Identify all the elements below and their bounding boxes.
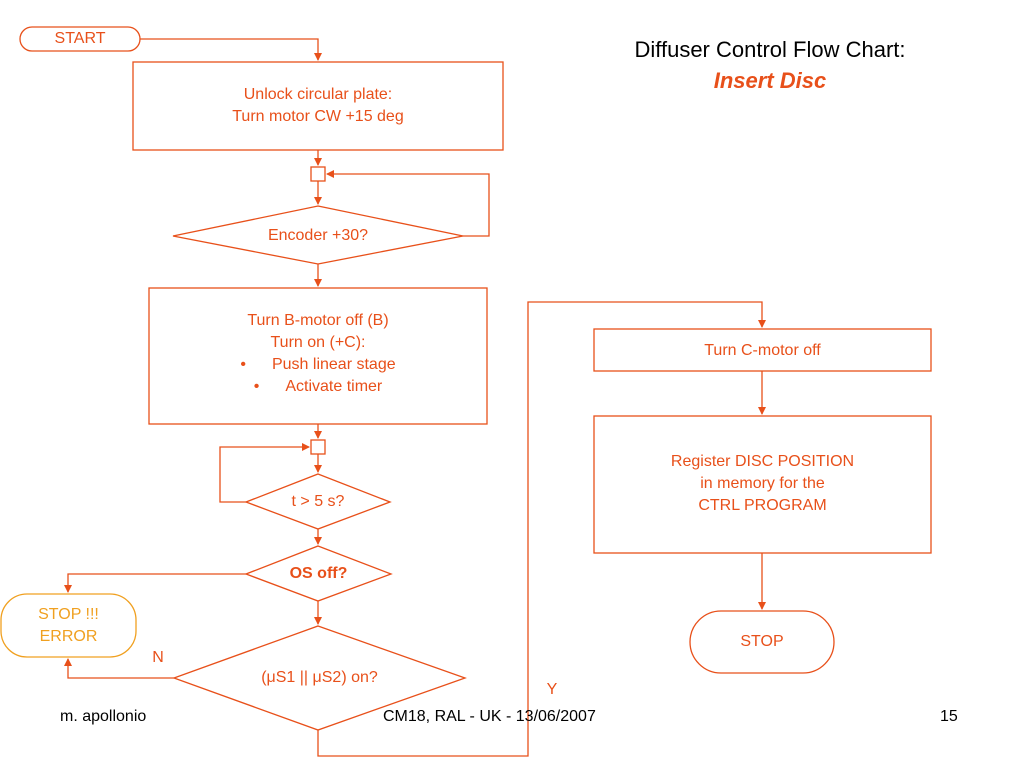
- c-motor-label: Turn C-motor off: [704, 342, 821, 359]
- register-label-line1: Register DISC POSITION: [670, 453, 855, 470]
- footer-page-number: 15: [940, 708, 958, 725]
- chart-subtitle: Insert Disc: [713, 68, 827, 93]
- error-label-line2: ERROR: [39, 628, 98, 645]
- footer-event: CM18, RAL - UK - 13/06/2007: [383, 708, 596, 725]
- register-label-line2: in memory for the: [700, 475, 825, 492]
- connector-timer-loop: [219, 443, 310, 503]
- error-terminal-shape: [0, 593, 137, 658]
- b-motor-label-line1: Turn B-motor off (B): [247, 312, 389, 329]
- connector-encoder-loop: [326, 170, 490, 237]
- bullet-text: Push linear stage: [271, 356, 396, 373]
- b-motor-bullet-1: • Push linear stage: [149, 354, 487, 376]
- stop-terminal-shape: [689, 610, 835, 674]
- error-label: STOP !!! ERROR: [1, 604, 136, 648]
- chart-title: Diffuser Control Flow Chart:: [634, 37, 906, 62]
- switches-label: (μS1 || μS2) on?: [261, 669, 378, 686]
- branch-label-no: N: [152, 649, 164, 666]
- connector-os-off-to-error: [64, 573, 246, 593]
- unlock-label-line2: Turn motor CW +15 deg: [232, 108, 404, 125]
- timer-junction: [310, 439, 326, 455]
- os-off-label: OS off?: [289, 565, 348, 582]
- connector-switches-no-to-error: [64, 658, 174, 679]
- error-label-line1: STOP !!!: [38, 606, 99, 623]
- register-label-line3: CTRL PROGRAM: [698, 497, 827, 514]
- connector-switches-yes-to-c-motor: [317, 301, 766, 757]
- b-motor-bullet-2: • Activate timer: [149, 376, 487, 398]
- unlock-label: Unlock circular plate: Turn motor CW +15…: [133, 84, 503, 128]
- branch-label-yes: Y: [546, 681, 558, 698]
- encoder-label: Encoder +30?: [267, 227, 369, 244]
- b-motor-label: Turn B-motor off (B) Turn on (+C): • Pus…: [149, 310, 487, 398]
- start-label: START: [54, 30, 106, 47]
- encoder-junction: [310, 166, 326, 182]
- b-motor-label-line2: Turn on (+C):: [270, 334, 366, 351]
- footer-author: m. apollonio: [60, 708, 147, 725]
- unlock-label-line1: Unlock circular plate:: [243, 86, 393, 103]
- register-label: Register DISC POSITION in memory for the…: [594, 451, 931, 517]
- bullet-glyph: •: [240, 356, 246, 373]
- bullet-glyph: •: [253, 378, 260, 395]
- bullet-text: Activate timer: [285, 378, 383, 395]
- stop-label: STOP: [740, 633, 784, 650]
- timer-label: t > 5 s?: [291, 493, 345, 510]
- connector-start-to-unlock: [140, 38, 322, 61]
